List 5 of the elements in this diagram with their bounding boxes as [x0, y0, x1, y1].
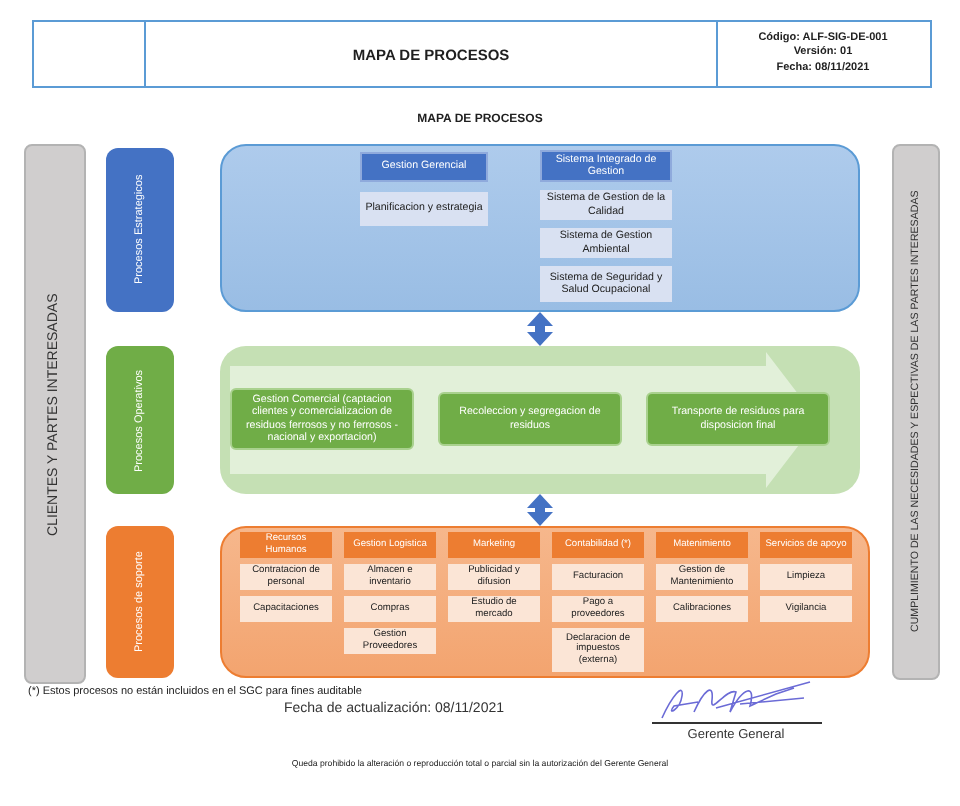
double-arrow: [533, 312, 547, 346]
process-band: [220, 144, 860, 312]
process-band: [220, 346, 860, 494]
process-band: [220, 526, 870, 678]
double-arrow: [533, 494, 547, 526]
